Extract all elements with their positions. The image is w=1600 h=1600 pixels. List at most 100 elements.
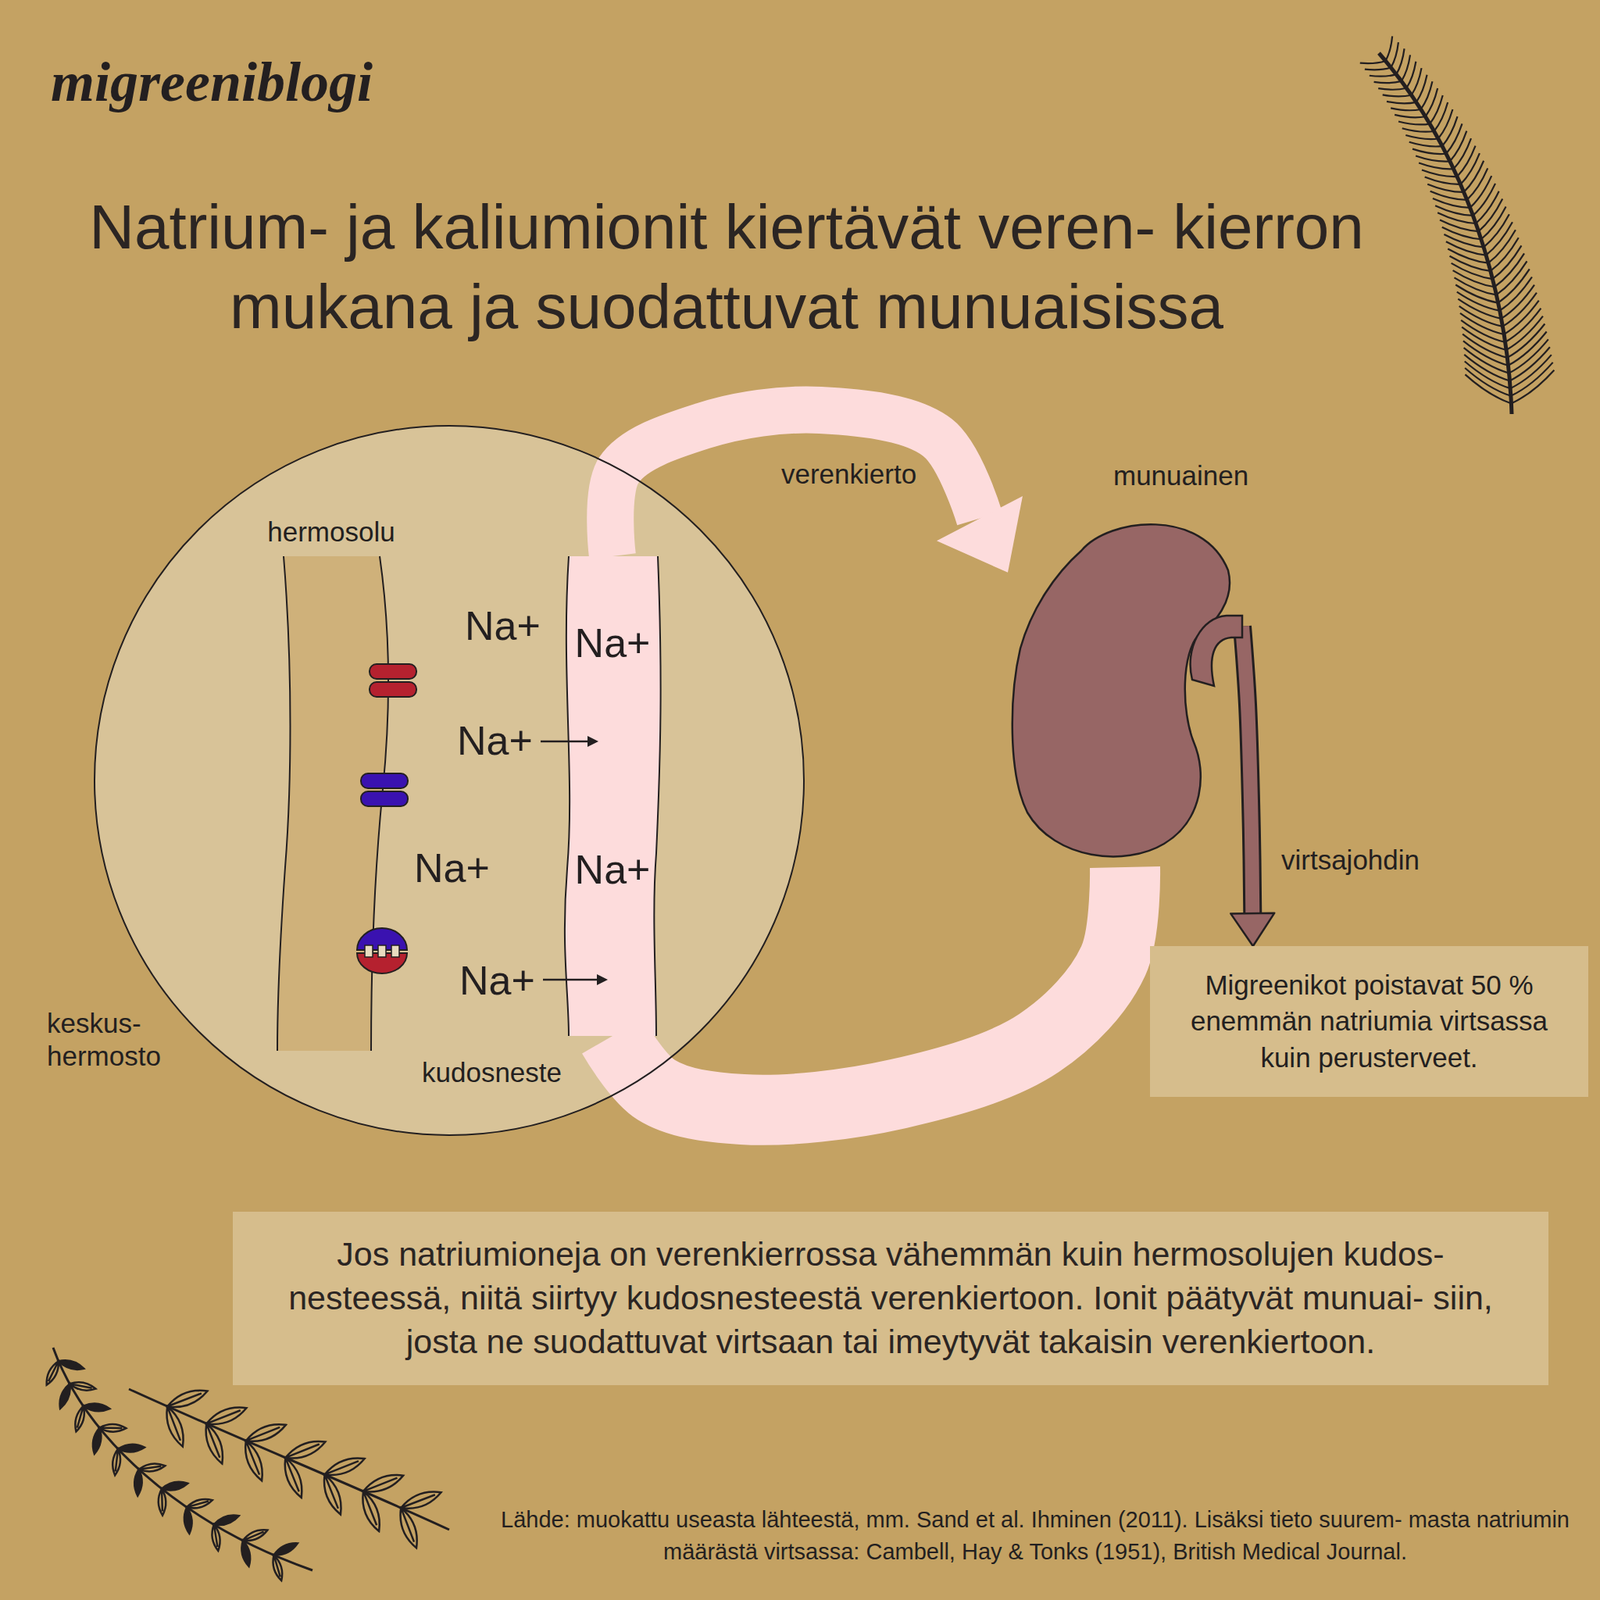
kidney-outline [1012, 524, 1230, 857]
node-label: munuainen [1113, 459, 1293, 493]
feather-barb [1429, 95, 1443, 125]
connector-label: virtsajohdin [1281, 843, 1420, 877]
feather-barb [1464, 347, 1510, 373]
vessel-fill [564, 556, 661, 1036]
leaf [57, 1382, 74, 1410]
feather-barb [1488, 229, 1516, 263]
ion-label: Na+ [459, 956, 536, 1005]
feather-barb [1485, 221, 1513, 255]
vessel-wall [564, 556, 570, 1036]
feather-barb [1481, 206, 1507, 240]
feather-barb [1502, 292, 1537, 327]
pump-tooth [391, 945, 400, 958]
node-shape [265, 515, 422, 1063]
diffusion-arrow [540, 740, 591, 743]
feather-barb [1500, 276, 1533, 311]
node-label: keskus- hermosto [46, 1007, 188, 1073]
renal-pelvis [1190, 615, 1243, 686]
leaf [270, 1553, 286, 1582]
feather-barb [1492, 245, 1522, 279]
nervous-system-fill [94, 425, 804, 1136]
node-shape [1007, 507, 1243, 868]
feather-barb [1496, 260, 1527, 295]
feather-barb [1386, 101, 1417, 104]
leaf [57, 1357, 86, 1373]
caption: Jos natriumioneja on verenkierrossa vähe… [259, 1232, 1522, 1365]
feather-barb [1425, 177, 1461, 185]
feather-barb [1501, 285, 1535, 319]
leaf [282, 1435, 328, 1464]
pump-tooth [378, 945, 386, 958]
node-label: Na+ [565, 845, 660, 894]
vessel-wall [653, 556, 661, 1036]
ion-label: Na+ [464, 601, 541, 650]
feather-barb [1402, 128, 1435, 133]
blood-return-band [612, 867, 1125, 1111]
region-label: kudosneste [421, 1056, 562, 1090]
source-note: Lähde: muokattu useasta lähteestä, mm. S… [484, 1503, 1586, 1568]
leaf [42, 1359, 62, 1387]
feather-barb [1506, 316, 1543, 350]
ion-label: Na+ [414, 843, 490, 893]
connector-line [1242, 626, 1253, 914]
leaf [185, 1496, 214, 1511]
leaf [322, 1453, 368, 1481]
leaf [133, 1468, 143, 1496]
feather-barb [1374, 81, 1402, 83]
feather-barb [1409, 142, 1443, 147]
feather-barb [1390, 107, 1422, 111]
leaf [200, 1421, 228, 1466]
leaf [360, 1470, 406, 1497]
feather-barb [1394, 114, 1425, 118]
diffusion-arrowhead [587, 735, 599, 747]
leaf [82, 1402, 111, 1413]
feather-barb [1460, 320, 1505, 343]
leaf [243, 1419, 289, 1447]
caption-box: Jos natriumioneja on verenkierrossa vähe… [232, 1211, 1549, 1386]
leaf [110, 1448, 122, 1476]
feather-barb [1385, 35, 1393, 61]
leaf [279, 1455, 308, 1500]
feather-barb [1438, 109, 1454, 140]
nervous-system-circle: keskus- hermostohermosoluNa+Na+ [93, 425, 805, 1136]
leaf [161, 1403, 189, 1449]
feather-barb [1390, 42, 1398, 68]
neuron-band: hermosolu [265, 515, 422, 1063]
feather-barb [1398, 121, 1430, 125]
feather-barb [1425, 88, 1438, 117]
leaf [99, 1424, 126, 1433]
diffusion-arrowhead [596, 974, 608, 986]
feather-barb [1483, 214, 1510, 247]
arrowhead [1230, 913, 1275, 947]
leaf [182, 1507, 193, 1535]
feather-barb [1442, 116, 1458, 147]
feather-barb [1405, 135, 1439, 140]
feather-barb [1464, 360, 1511, 389]
node-label: hermosolu [253, 515, 410, 549]
feather-barb [1360, 60, 1386, 64]
leaf [240, 1438, 268, 1483]
feather-barb [1378, 88, 1407, 90]
feather-barb [1498, 268, 1530, 303]
feather-barb [1494, 253, 1525, 287]
leaf [210, 1524, 222, 1552]
feather-barb [1462, 334, 1508, 358]
feather-barb [1427, 184, 1464, 193]
node-shape [93, 425, 805, 1136]
connector-outline [1242, 626, 1253, 914]
leaf [203, 1402, 249, 1429]
sodium-channel [369, 682, 417, 697]
feather-barb [1421, 81, 1433, 110]
feather-barb [1490, 237, 1519, 272]
feather-barb [1437, 212, 1476, 224]
sprig-decoration [128, 1385, 450, 1550]
box-text: Migreenikot poistavat 50 % enemmän natri… [1164, 967, 1575, 1076]
feather-barb [1364, 67, 1392, 71]
feather-barb [1421, 170, 1458, 178]
feather-barb [1503, 300, 1540, 335]
potassium-channel [360, 791, 408, 807]
circle-outline [94, 425, 804, 1136]
leaf [68, 1380, 97, 1393]
feather-barb [1461, 327, 1507, 350]
leaf [395, 1505, 422, 1550]
